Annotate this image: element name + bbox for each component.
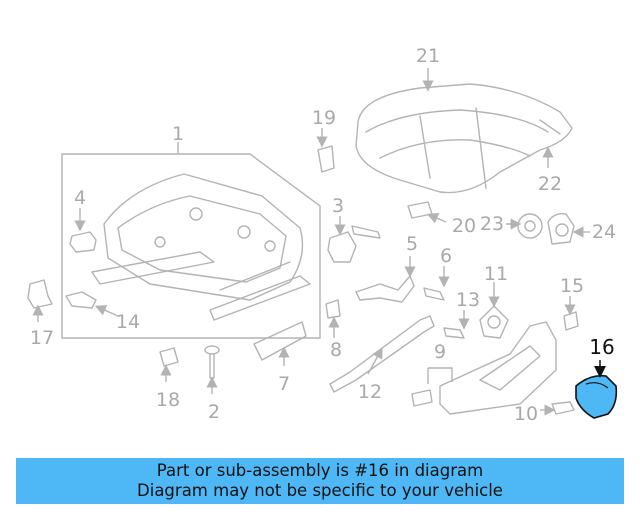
label-10: 10 (514, 403, 538, 425)
banner-line-disclaimer: Diagram may not be specific to your vehi… (137, 481, 503, 500)
label-22: 22 (538, 173, 562, 195)
label-5: 5 (406, 233, 418, 255)
part-2-screw (204, 345, 220, 394)
info-banner: Part or sub-assembly is #16 in diagram D… (16, 458, 624, 504)
label-9: 9 (434, 341, 446, 363)
label-17: 17 (30, 327, 54, 349)
part-18-clip (159, 347, 179, 382)
part-17-bracket (27, 279, 53, 322)
label-21: 21 (416, 45, 440, 67)
part-20-clip (407, 201, 447, 224)
seat-frame-part (91, 173, 311, 321)
seat-cushion-part (355, 83, 573, 194)
label-23: 23 (480, 213, 504, 235)
label-15: 15 (560, 275, 584, 297)
part-3-motor (327, 216, 381, 263)
label-16-highlighted: 16 (589, 335, 614, 359)
part-16-highlighted-cover (575, 360, 618, 419)
seat-frame-outline (61, 142, 321, 339)
part-10-bolt (540, 401, 575, 416)
label-12: 12 (358, 381, 382, 403)
label-4: 4 (74, 187, 86, 209)
part-8-clip (325, 299, 341, 338)
label-1: 1 (172, 123, 184, 145)
part-4-clip (69, 208, 97, 253)
part-12-rod (329, 315, 435, 393)
part-19-bracket (316, 128, 335, 173)
label-7: 7 (278, 373, 290, 395)
label-20: 20 (452, 215, 476, 237)
label-13: 13 (456, 289, 480, 311)
label-11: 11 (484, 263, 508, 285)
part-11-plate (479, 282, 509, 339)
label-2: 2 (208, 401, 220, 423)
part-23-knob (506, 213, 543, 239)
part-6-bolt (423, 266, 450, 301)
label-19: 19 (312, 107, 336, 129)
part-14-cover (65, 291, 119, 317)
label-6: 6 (440, 245, 452, 267)
part-15-clip (563, 296, 579, 331)
label-14: 14 (116, 311, 140, 333)
part-7-trim (253, 321, 307, 366)
part-9-side-shield (411, 321, 557, 415)
label-8: 8 (330, 339, 342, 361)
parts-diagram: 21 1 19 22 4 3 20 23 24 5 6 11 15 13 14 … (27, 45, 618, 425)
label-24: 24 (592, 221, 616, 243)
part-13-bolt (443, 310, 470, 339)
label-18: 18 (156, 389, 180, 411)
label-3: 3 (332, 195, 344, 217)
part-24-knob (547, 212, 590, 245)
banner-line-part-number: Part or sub-assembly is #16 in diagram (156, 461, 484, 480)
part-5-bracket (355, 256, 416, 303)
